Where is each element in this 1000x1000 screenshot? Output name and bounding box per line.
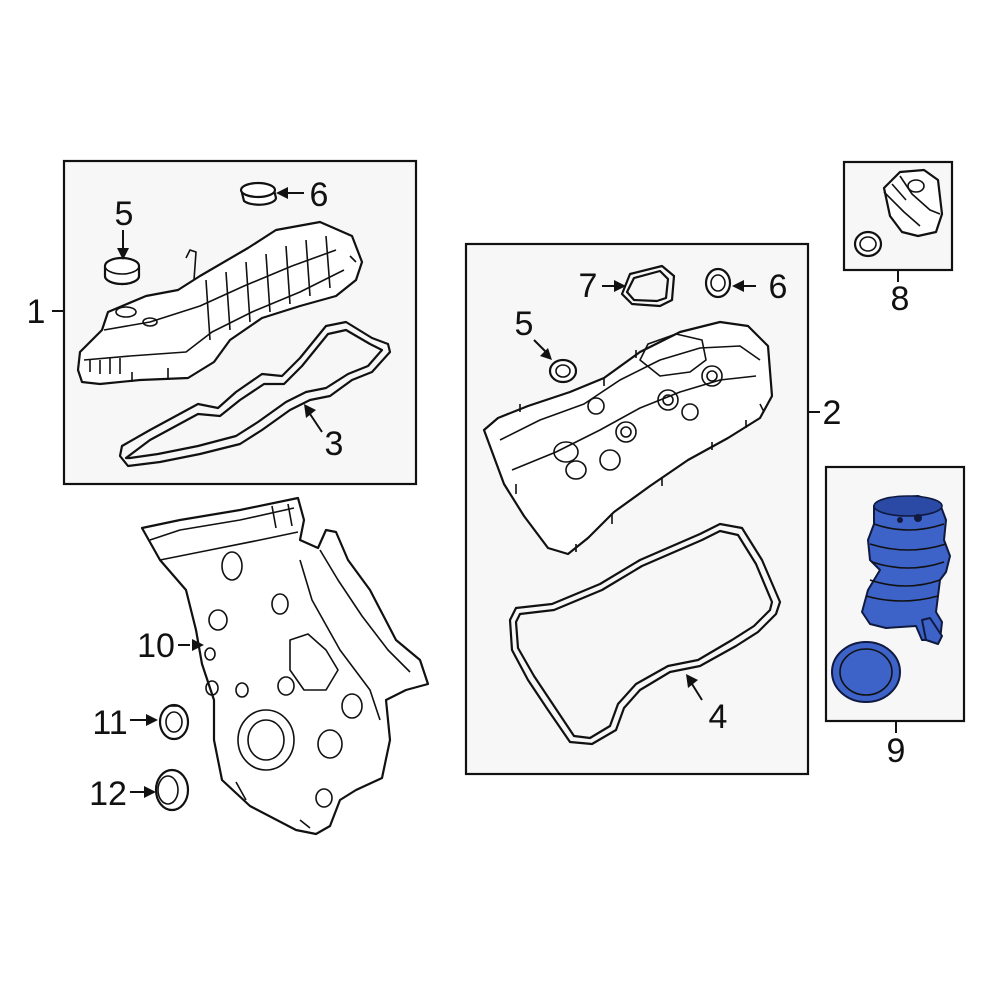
callout-6-right: 6	[769, 268, 788, 306]
oil-separator[interactable]	[861, 495, 951, 645]
callout-7: 7	[579, 267, 598, 305]
gasket-7[interactable]	[620, 264, 676, 308]
callout-3: 3	[325, 425, 344, 463]
filler-cap-seal[interactable]	[853, 230, 883, 258]
callout-5-right: 5	[515, 305, 534, 343]
seal-5-right[interactable]	[548, 358, 578, 384]
gasket-4[interactable]	[508, 522, 782, 746]
assembly-box-9: 9	[824, 465, 966, 770]
callout-5-left: 5	[115, 195, 134, 233]
callout-4: 4	[709, 698, 728, 736]
assembly-box-8: 8	[842, 160, 954, 318]
assembly-box-1: 1 5 6	[27, 159, 418, 486]
callout-12: 12	[89, 775, 127, 813]
assembly-box-2: 2 7 6 5	[464, 242, 842, 776]
callout-10: 10	[137, 627, 175, 665]
seal-6-right[interactable]	[704, 267, 732, 299]
callout-1: 1	[27, 293, 46, 331]
callout-11: 11	[92, 704, 127, 742]
seal-12[interactable]	[154, 768, 190, 812]
seal-5-left[interactable]	[103, 256, 141, 286]
callout-8: 8	[891, 280, 910, 318]
timing-cover[interactable]	[140, 496, 430, 836]
callout-9: 9	[887, 732, 906, 770]
valve-cover-left[interactable]	[76, 220, 364, 386]
seal-11[interactable]	[158, 703, 190, 741]
seal-6-left[interactable]	[239, 181, 278, 206]
gasket-3[interactable]	[118, 320, 392, 468]
valve-cover-right[interactable]	[482, 320, 774, 556]
oil-filler-cap[interactable]	[882, 168, 944, 238]
callout-6-left: 6	[310, 176, 329, 214]
separator-seal[interactable]	[831, 641, 901, 703]
callout-2: 2	[823, 394, 842, 432]
